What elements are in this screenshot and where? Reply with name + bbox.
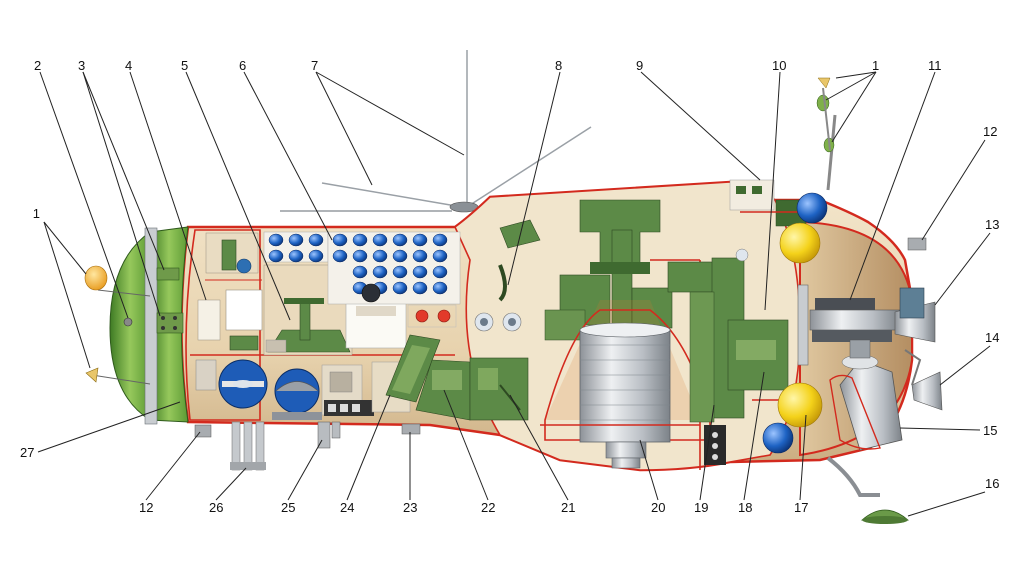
callout-4: 4 bbox=[125, 58, 132, 73]
leader-lines bbox=[37, 71, 991, 517]
callout-25: 25 bbox=[281, 500, 295, 515]
storage-container bbox=[412, 249, 428, 263]
callout-8: 8 bbox=[555, 58, 562, 73]
storage-container bbox=[352, 233, 368, 247]
storage-container bbox=[372, 265, 388, 279]
callout-20: 20 bbox=[651, 500, 665, 515]
storage-container bbox=[268, 249, 284, 263]
callout-10: 10 bbox=[772, 58, 786, 73]
callout-27: 27 bbox=[20, 445, 34, 460]
callout-5: 5 bbox=[181, 58, 188, 73]
storage-container bbox=[412, 281, 428, 295]
callout-18: 18 bbox=[738, 500, 752, 515]
storage-container bbox=[352, 249, 368, 263]
storage-container bbox=[432, 265, 448, 279]
callout-labels: 1 2 3 4 5 6 7 8 9 10 1 11 12 13 14 15 16… bbox=[20, 58, 999, 515]
storage-container bbox=[392, 249, 408, 263]
callout-19: 19 bbox=[694, 500, 708, 515]
callout-24: 24 bbox=[340, 500, 354, 515]
storage-container bbox=[372, 249, 388, 263]
callout-22: 22 bbox=[481, 500, 495, 515]
storage-container bbox=[372, 233, 388, 247]
callout-13: 13 bbox=[985, 217, 999, 232]
storage-container bbox=[288, 249, 304, 263]
aft-compartment bbox=[667, 179, 807, 465]
callout-1-left: 1 bbox=[33, 206, 40, 221]
storage-container bbox=[352, 265, 368, 279]
callout-11: 11 bbox=[928, 58, 942, 73]
propellant-tanks bbox=[762, 192, 828, 454]
external-antennas bbox=[194, 77, 910, 524]
storage-container bbox=[432, 233, 448, 247]
storage-container-rack bbox=[263, 231, 461, 305]
storage-container bbox=[308, 249, 324, 263]
callout-15: 15 bbox=[983, 423, 997, 438]
callout-26: 26 bbox=[209, 500, 223, 515]
aft-docking-and-engines bbox=[797, 237, 943, 451]
storage-container bbox=[392, 233, 408, 247]
storage-container bbox=[432, 249, 448, 263]
storage-container bbox=[308, 233, 324, 247]
callout-1-right: 1 bbox=[872, 58, 879, 73]
storage-container bbox=[332, 233, 348, 247]
mid-section-equipment bbox=[385, 304, 529, 435]
antenna-rods bbox=[280, 50, 592, 213]
storage-container bbox=[332, 249, 348, 263]
callout-14: 14 bbox=[985, 330, 999, 345]
storage-container bbox=[412, 233, 428, 247]
callout-9: 9 bbox=[636, 58, 643, 73]
callout-7: 7 bbox=[311, 58, 318, 73]
storage-container bbox=[432, 281, 448, 295]
callout-6: 6 bbox=[239, 58, 246, 73]
central-equipment-column bbox=[498, 199, 711, 470]
storage-container bbox=[412, 265, 428, 279]
storage-container bbox=[392, 265, 408, 279]
storage-container bbox=[268, 233, 284, 247]
storage-container bbox=[288, 233, 304, 247]
callout-12-bottom: 12 bbox=[139, 500, 153, 515]
callout-2: 2 bbox=[34, 58, 41, 73]
storage-container bbox=[392, 281, 408, 295]
callout-23: 23 bbox=[403, 500, 417, 515]
forward-docking-node bbox=[84, 226, 189, 425]
callout-16: 16 bbox=[985, 476, 999, 491]
callout-3: 3 bbox=[78, 58, 85, 73]
callout-17: 17 bbox=[794, 500, 808, 515]
callout-21: 21 bbox=[561, 500, 575, 515]
callout-12-top: 12 bbox=[983, 124, 997, 139]
